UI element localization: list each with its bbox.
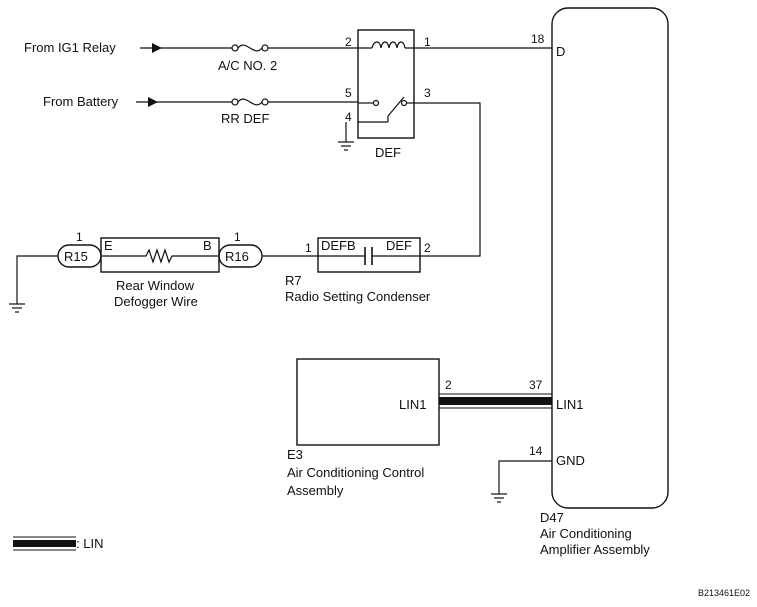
battery-arrow-icon	[148, 97, 158, 107]
fuse-rr-def-right-icon	[261, 98, 269, 106]
relay-coil-icon	[371, 41, 406, 49]
amplifier-pin-d: D	[556, 44, 565, 59]
amplifier-box	[551, 7, 669, 509]
control-name-line2: Assembly	[287, 483, 344, 498]
ig1-arrow-icon	[152, 43, 162, 53]
source-ig1-label: From IG1 Relay	[24, 40, 116, 55]
control-code: E3	[287, 447, 303, 462]
lin-bus-core	[439, 397, 552, 405]
relay-switch-arm-icon	[387, 96, 405, 117]
legend-lin-label: : LIN	[76, 536, 103, 551]
defogger-name-line1: Rear Window	[116, 278, 195, 293]
def-relay-pin-1: 1	[424, 35, 431, 49]
defogger-ground-wire	[16, 255, 58, 304]
amplifier-pin-14: 14	[529, 444, 543, 458]
legend-lin-icon	[13, 540, 76, 547]
def-relay-box	[357, 29, 415, 139]
control-name-line1: Air Conditioning Control	[287, 465, 424, 480]
relay-contact-right-icon	[400, 99, 408, 107]
def-relay-name: DEF	[375, 145, 401, 160]
def-relay-pin-4: 4	[345, 110, 352, 124]
source-battery-label: From Battery	[43, 94, 119, 109]
condenser-term-defb: DEFB	[321, 238, 356, 253]
fuse-ac-no2-icon	[237, 44, 263, 52]
condenser-box	[317, 237, 421, 273]
fuse-rr-def-label: RR DEF	[221, 111, 269, 126]
amplifier-ground-wire	[498, 460, 552, 494]
defogger-term-b: B	[203, 238, 212, 253]
relay-pin3-wire	[414, 102, 481, 257]
defogger-term-e: E	[104, 238, 113, 253]
defogger-name-line2: Defogger Wire	[114, 294, 198, 309]
control-pin-num: 2	[445, 378, 452, 392]
connector-r15-pin: 1	[76, 230, 83, 244]
fuse-ac-no2-right-icon	[261, 44, 269, 52]
relay-contact-left-icon	[372, 99, 380, 107]
connector-r15-label: R15	[64, 249, 88, 264]
figure-id: B213461E02	[698, 588, 750, 598]
control-pin-name: LIN1	[399, 397, 426, 412]
condenser-name: Radio Setting Condenser	[285, 289, 431, 304]
def-relay-pin-2: 2	[345, 35, 352, 49]
amplifier-name-line2: Amplifier Assembly	[540, 542, 650, 557]
defogger-resistor-icon	[101, 248, 219, 264]
connector-r16-label: R16	[225, 249, 249, 264]
amplifier-name-line1: Air Conditioning	[540, 526, 632, 541]
condenser-code: R7	[285, 273, 302, 288]
fuse-rr-def-icon	[237, 98, 263, 106]
fuse-ac-no2-label: A/C NO. 2	[218, 58, 277, 73]
condenser-term-def: DEF	[386, 238, 412, 253]
amplifier-pin-lin1: LIN1	[556, 397, 583, 412]
connector-r16-pin: 1	[234, 230, 241, 244]
condenser-pin-1: 1	[305, 241, 312, 255]
amplifier-pin-37: 37	[529, 378, 543, 392]
amplifier-pin-18: 18	[531, 32, 545, 46]
condenser-pin-2: 2	[424, 241, 431, 255]
fuse-ac-no2-left-icon	[231, 44, 239, 52]
defogger-box	[100, 237, 220, 273]
amplifier-pin-gnd: GND	[556, 453, 585, 468]
def-relay-pin-3: 3	[424, 86, 431, 100]
def-relay-pin-5: 5	[345, 86, 352, 100]
amplifier-code: D47	[540, 510, 564, 525]
fuse-rr-def-left-icon	[231, 98, 239, 106]
